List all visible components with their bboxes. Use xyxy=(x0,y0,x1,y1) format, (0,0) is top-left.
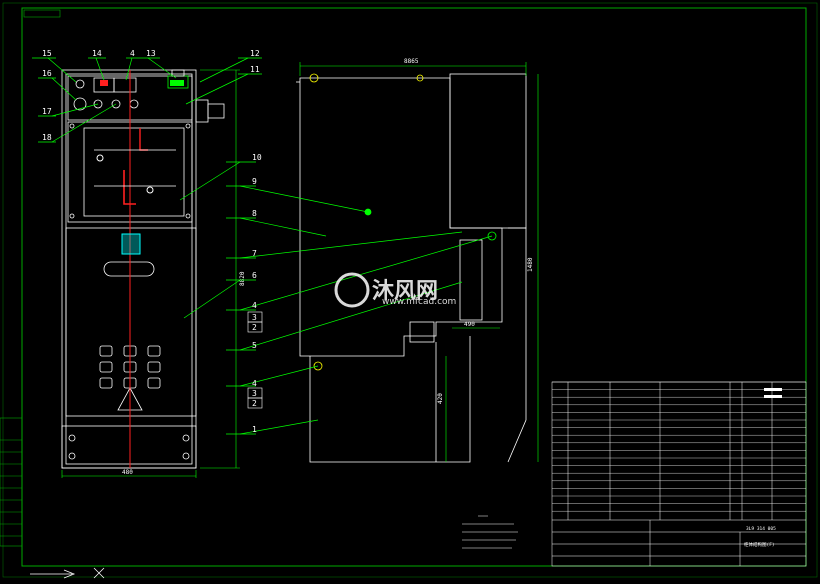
callout-callouts_front-4: 4 xyxy=(130,49,135,58)
callout-callouts_front-17: 17 xyxy=(42,107,52,116)
side-width-dim: 8865 xyxy=(404,58,419,65)
front-height-dim: 8820 xyxy=(239,271,246,286)
front-dimensions xyxy=(61,69,240,478)
side-lower-compartment xyxy=(309,336,471,463)
callout-callouts_front-16: 16 xyxy=(42,69,52,78)
callout-callouts_front-13: 13 xyxy=(146,49,156,58)
watermark: 沐风网 www.mfcad.com xyxy=(334,272,456,308)
base-frame xyxy=(61,425,197,469)
front-width-dim: 480 xyxy=(122,469,133,476)
callout-boxes xyxy=(247,311,263,409)
callout-callouts_front-14: 14 xyxy=(92,49,102,58)
callout-callouts_side-3: 3 xyxy=(252,389,257,398)
side-height-dim: 1480 xyxy=(527,257,534,272)
bottom-arrow xyxy=(30,567,105,579)
drawing-number: 3L9 314 005 xyxy=(746,526,776,532)
handle xyxy=(103,261,155,277)
callout-callouts_side-5: 5 xyxy=(252,341,257,350)
callout-callouts_front-12: 12 xyxy=(250,49,260,58)
leader-lines xyxy=(32,57,493,435)
front-cabinet-outline xyxy=(61,69,197,469)
side-dimensions xyxy=(299,62,539,462)
side-lower-dim: 420 xyxy=(437,393,444,404)
callout-callouts_front-6: 6 xyxy=(252,271,257,280)
rear-compartment xyxy=(449,73,527,229)
callout-callouts_side-2: 2 xyxy=(252,323,257,332)
indicator-panel xyxy=(121,233,141,255)
side-view xyxy=(296,73,527,463)
left-margin-table xyxy=(0,417,23,547)
drawing-name: 柜体结构图(F) xyxy=(744,541,775,548)
callout-callouts_side-4: 4 xyxy=(252,379,257,388)
callout-callouts_side-9: 9 xyxy=(252,177,257,186)
title-tab xyxy=(23,9,61,18)
side-inner-dim: 490 xyxy=(464,321,475,328)
bom-mark xyxy=(764,388,782,391)
breaker-schematic xyxy=(94,70,184,468)
callout-callouts_side-2: 2 xyxy=(252,399,257,408)
side-cabinet-body xyxy=(299,77,503,357)
callout-callouts_side-8: 8 xyxy=(252,209,257,218)
cable-compartment xyxy=(65,227,197,417)
drawing-frame xyxy=(21,7,807,567)
callout-callouts_side-7: 7 xyxy=(252,249,257,258)
callout-callouts_side-1: 1 xyxy=(252,425,257,434)
watermark-url: www.mfcad.com xyxy=(382,297,456,307)
callout-callouts_side-3: 3 xyxy=(252,313,257,322)
bom-rows xyxy=(552,381,806,512)
callout-callouts_front-18: 18 xyxy=(42,133,52,142)
callout-callouts_front-15: 15 xyxy=(42,49,52,58)
bom-table xyxy=(551,381,807,567)
callout-callouts_side-4: 4 xyxy=(252,301,257,310)
front-view xyxy=(61,69,225,469)
callout-callouts_front-10: 10 xyxy=(252,153,262,162)
bom-mark xyxy=(764,395,782,398)
watermark-brand: 沐风网 xyxy=(372,279,438,304)
callout-callouts_front-11: 11 xyxy=(250,65,260,74)
notes-block xyxy=(462,515,518,549)
